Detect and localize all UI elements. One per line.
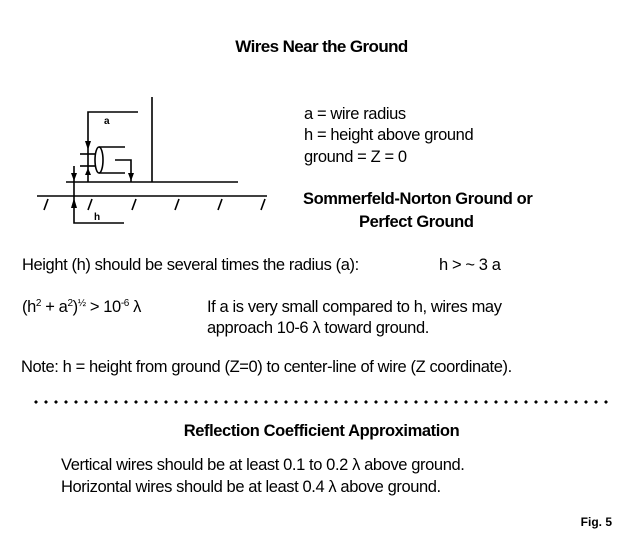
section-heading: Reflection Coefficient Approximation: [183, 422, 460, 440]
radius-label: a: [104, 116, 110, 127]
formula-part: > 10: [85, 298, 121, 316]
formula-exponent: -6: [120, 298, 129, 309]
dotted-separator: [31, 400, 612, 404]
small-radius-note-line1: If a is very small compared to h, wires …: [207, 298, 502, 316]
legend-radius: a = wire radius: [304, 105, 406, 123]
arrow-icon: [85, 141, 91, 150]
formula-part: ): [72, 298, 79, 316]
legend-ground: ground = Z = 0: [304, 148, 407, 166]
radius-bracket: [87, 111, 138, 182]
centerline-bracket: [115, 159, 132, 182]
formula-exponent: 2: [35, 298, 42, 309]
wire-cross-section: [94, 146, 104, 174]
small-radius-note-line2: approach 10-6 λ toward ground.: [207, 319, 429, 337]
ground-hatch: [174, 198, 180, 211]
formula-exponent: ½: [77, 298, 86, 309]
ground-hatch: [131, 198, 137, 211]
figure-label: Fig. 5: [580, 515, 612, 529]
ground-hatch: [87, 198, 93, 211]
formula-part: (h: [22, 298, 36, 316]
arrow-icon: [128, 173, 134, 181]
legend-height: h = height above ground: [304, 126, 474, 144]
centerline-note: Note: h = height from ground (Z=0) to ce…: [21, 358, 512, 376]
minimum-height-formula: (h2 + a2)½ > 10-6 λ: [22, 298, 141, 317]
height-bracket: [73, 166, 124, 224]
ground-type-line2: Perfect Ground: [359, 213, 474, 231]
ground-hatch: [260, 198, 266, 211]
formula-part: + a: [41, 298, 68, 316]
height-rule-condition: h > ~ 3 a: [439, 256, 501, 274]
ground-hatch: [43, 198, 49, 211]
arrow-icon: [85, 168, 91, 175]
height-label: h: [94, 212, 100, 223]
ground-type-line1: Sommerfeld-Norton Ground or: [303, 190, 533, 208]
vertical-wire-rule: Vertical wires should be at least 0.1 to…: [61, 456, 465, 474]
formula-part: λ: [128, 298, 141, 316]
arrow-icon: [71, 198, 77, 208]
wire-ground-diagram: a h: [37, 97, 267, 224]
ground-hatch: [217, 198, 223, 211]
horizontal-wire-rule: Horizontal wires should be at least 0.4 …: [61, 478, 441, 496]
formula-exponent: 2: [67, 298, 73, 309]
height-rule-text: Height (h) should be several times the r…: [22, 256, 359, 274]
page-title: Wires Near the Ground: [235, 37, 408, 56]
arrow-icon: [71, 173, 77, 181]
